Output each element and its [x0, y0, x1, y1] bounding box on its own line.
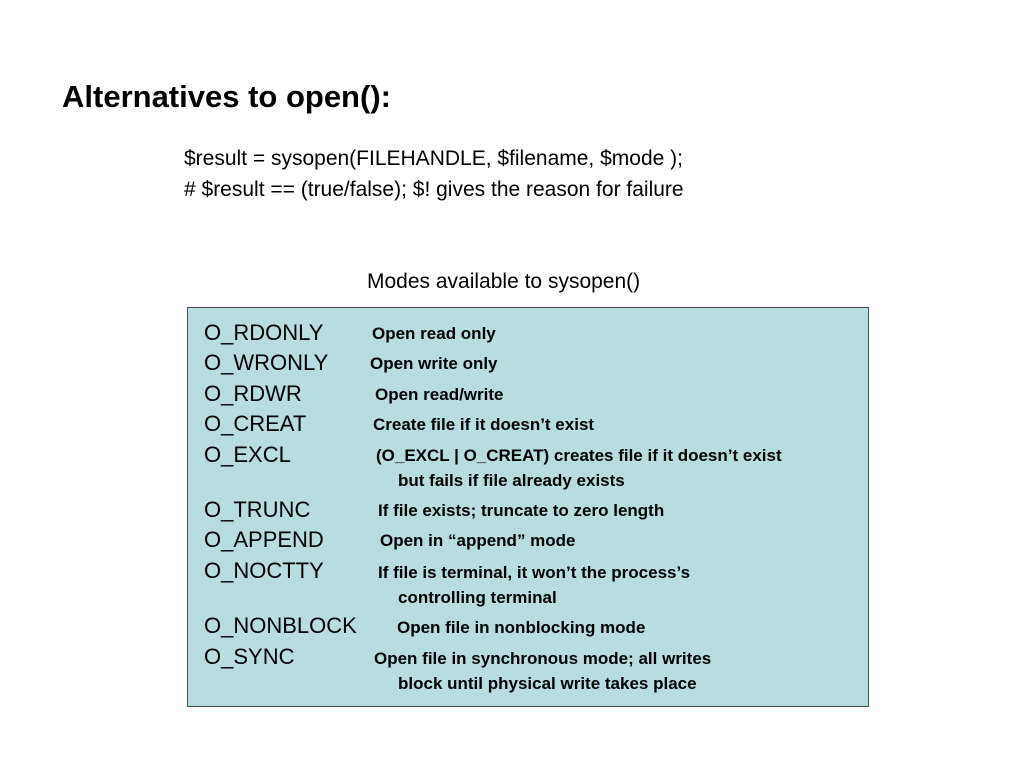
mode-name-o-wronly: O_WRONLY: [204, 350, 329, 375]
mode-desc-cont-o-excl: but fails if file already exists: [398, 471, 625, 490]
mode-desc-o-trunc: If file exists; truncate to zero length: [378, 501, 665, 520]
mode-name-o-append: O_APPEND: [204, 527, 324, 552]
mode-name-o-trunc: O_TRUNC: [204, 497, 311, 522]
mode-name-o-sync: O_SYNC: [204, 644, 295, 669]
mode-desc-o-creat: Create file if it doesn’t exist: [373, 415, 595, 434]
mode-desc-o-rdonly: Open read only: [372, 324, 496, 343]
mode-name-o-rdonly: O_RDONLY: [204, 320, 324, 345]
mode-desc-cont-o-noctty: controlling terminal: [398, 588, 557, 607]
mode-desc-o-nonblock: Open file in nonblocking mode: [397, 618, 646, 637]
slide-title: Alternatives to open():: [62, 79, 391, 114]
mode-name-o-excl: O_EXCL: [204, 442, 291, 467]
mode-desc-o-rdwr: Open read/write: [375, 385, 504, 404]
mode-desc-o-noctty: If file is terminal, it won’t the proces…: [378, 563, 691, 582]
mode-desc-o-sync: Open file in synchronous mode; all write…: [374, 649, 712, 668]
modes-table: O_RDONLY Open read only O_WRONLY Open wr…: [187, 307, 869, 707]
modes-caption: Modes available to sysopen(): [367, 270, 641, 293]
mode-name-o-rdwr: O_RDWR: [204, 381, 302, 406]
mode-name-o-nonblock: O_NONBLOCK: [204, 613, 357, 638]
mode-desc-o-append: Open in “append” mode: [380, 531, 576, 550]
mode-desc-o-excl: (O_EXCL | O_CREAT) creates file if it do…: [376, 446, 782, 465]
mode-name-o-noctty: O_NOCTTY: [204, 558, 324, 583]
mode-desc-cont-o-sync: block until physical write takes place: [398, 674, 697, 693]
sysopen-result-comment: # $result == (true/false); $! gives the …: [184, 178, 684, 201]
sysopen-call-line: $result = sysopen(FILEHANDLE, $filename,…: [184, 147, 683, 170]
mode-desc-o-wronly: Open write only: [370, 354, 498, 373]
mode-name-o-creat: O_CREAT: [204, 411, 307, 436]
